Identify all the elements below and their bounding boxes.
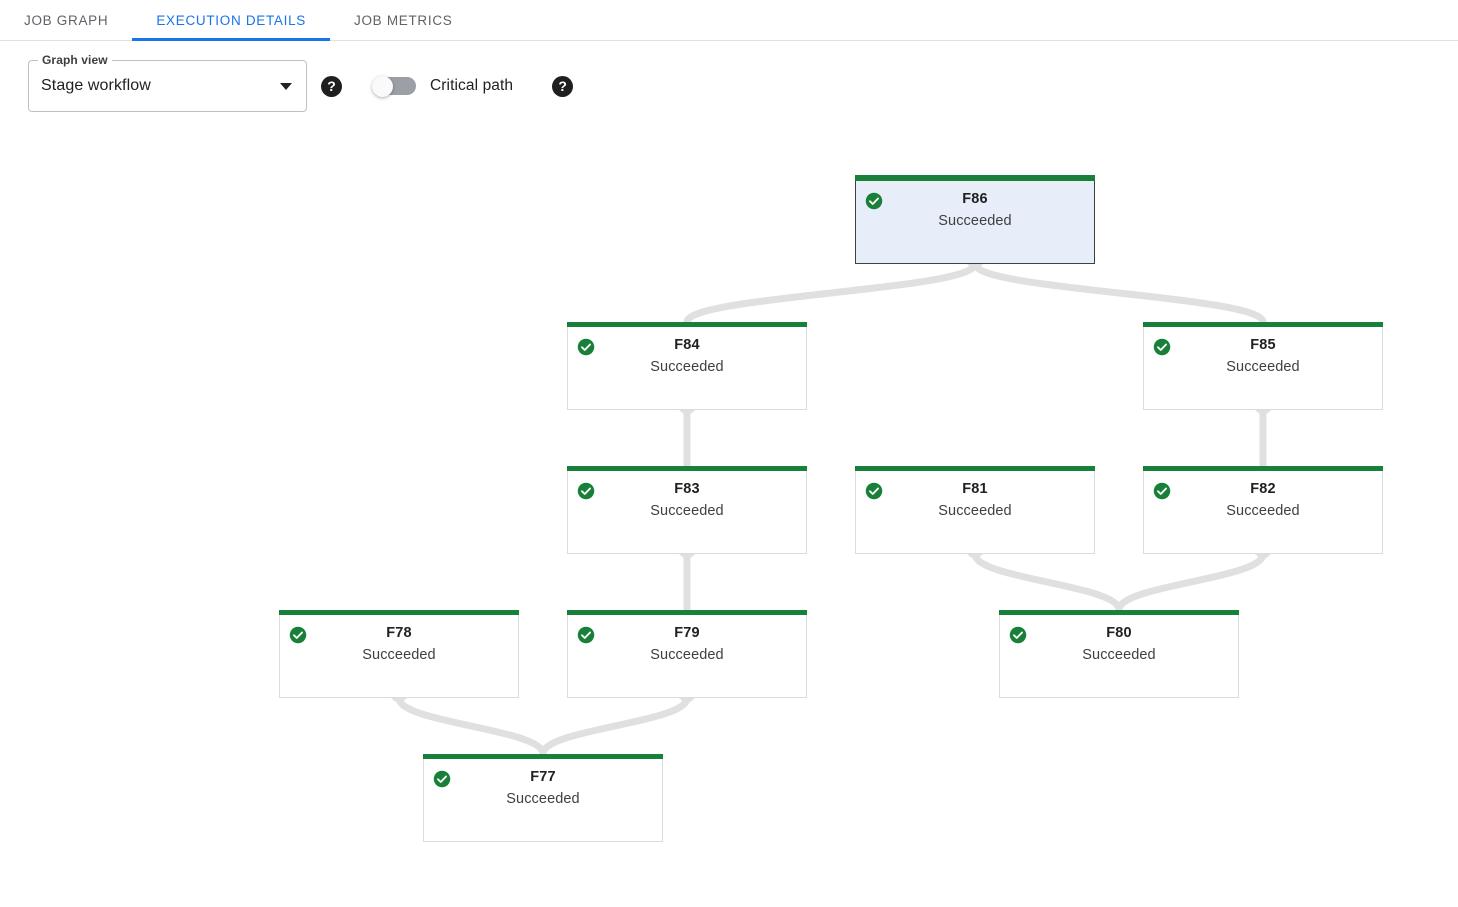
node-status-text: Succeeded [1226, 359, 1300, 375]
graph-edge-flare [1255, 410, 1271, 415]
node-status-text: Succeeded [506, 791, 580, 807]
node-title: F86 [962, 191, 988, 207]
check-circle-icon [1009, 626, 1027, 644]
node-status-bar [567, 610, 807, 615]
node-status-text: Succeeded [650, 647, 724, 663]
graph-edge-flare [679, 410, 695, 415]
graph-edge-f86-f85 [971, 260, 1267, 326]
graph-edge-flare [391, 698, 407, 703]
graph-edge-f86-f84 [683, 260, 979, 326]
node-status-bar [279, 610, 519, 615]
check-circle-icon [865, 192, 883, 210]
node-status-text: Succeeded [1226, 503, 1300, 519]
node-status-bar [855, 466, 1095, 471]
node-status-bar [855, 175, 1095, 181]
check-circle-icon [433, 770, 451, 788]
critical-path-label: Critical path [430, 77, 514, 94]
toggle-knob [372, 76, 393, 97]
graph-edge-flare [679, 698, 695, 703]
node-title: F80 [1106, 625, 1132, 641]
graph-edge-f79-f77 [539, 694, 691, 758]
graph-edge-f81-f80 [971, 550, 1123, 614]
graph-edge-f82-f80 [1115, 550, 1267, 614]
node-title: F84 [674, 337, 700, 353]
node-title: F83 [674, 481, 700, 497]
check-circle-icon [577, 482, 595, 500]
tab-execution-details[interactable]: EXECUTION DETAILS [132, 0, 330, 41]
node-status-bar [567, 466, 807, 471]
check-circle-icon [865, 482, 883, 500]
node-status-text: Succeeded [1082, 647, 1156, 663]
node-status-bar [999, 610, 1239, 615]
graph-view-help-icon[interactable]: ? [321, 75, 342, 97]
node-status-text: Succeeded [650, 503, 724, 519]
graph-edge-flare [679, 554, 695, 559]
node-title: F77 [530, 769, 556, 785]
graph-view-value: Stage workflow [41, 77, 151, 94]
tab-job-metrics[interactable]: JOB METRICS [330, 0, 476, 40]
node-title: F85 [1250, 337, 1276, 353]
node-status-text: Succeeded [650, 359, 724, 375]
node-status-text: Succeeded [938, 503, 1012, 519]
node-title: F81 [962, 481, 988, 497]
tab-job-graph[interactable]: JOB GRAPH [0, 0, 132, 40]
graph-view-select[interactable]: Graph view Stage workflow [28, 53, 307, 112]
check-circle-icon [289, 626, 307, 644]
graph-edge-flare [967, 264, 983, 269]
check-circle-icon [577, 626, 595, 644]
critical-path-help-icon[interactable]: ? [552, 75, 574, 97]
node-title: F78 [386, 625, 412, 641]
graph-toolbar: Graph view Stage workflow ? Critical pat… [0, 41, 1458, 131]
critical-path-group: Critical path ? [372, 75, 574, 97]
graph-edge-flare [1255, 554, 1271, 559]
graph-view-help-glyph: ? [327, 77, 336, 94]
node-title: F79 [674, 625, 700, 641]
node-status-text: Succeeded [362, 647, 436, 663]
chevron-down-icon[interactable] [280, 82, 292, 90]
node-status-text: Succeeded [938, 213, 1012, 229]
graph-edge-flare [967, 554, 983, 559]
node-status-bar [1143, 466, 1383, 471]
node-title: F82 [1250, 481, 1276, 497]
critical-path-help-glyph: ? [558, 77, 567, 94]
check-circle-icon [1153, 338, 1171, 356]
node-status-bar [567, 322, 807, 327]
check-circle-icon [577, 338, 595, 356]
node-status-bar [423, 754, 663, 759]
graph-edge-f78-f77 [395, 694, 547, 758]
tab-bar: JOB GRAPH EXECUTION DETAILS JOB METRICS [0, 0, 1458, 41]
graph-view-label: Graph view [38, 53, 112, 67]
node-status-bar [1143, 322, 1383, 327]
critical-path-toggle[interactable] [372, 76, 416, 97]
graph-edge-flare [967, 264, 983, 269]
check-circle-icon [1153, 482, 1171, 500]
